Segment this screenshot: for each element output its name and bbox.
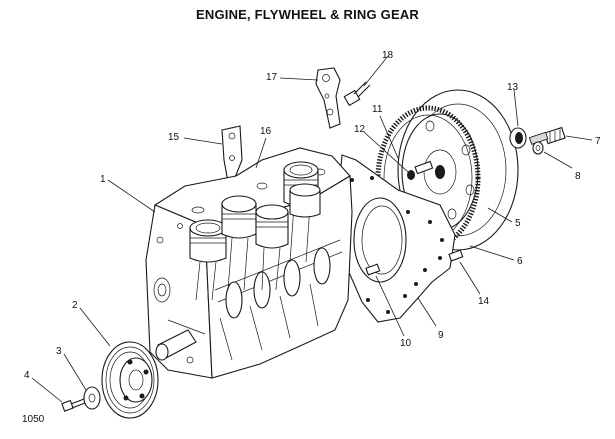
flywheel-washer	[532, 141, 544, 155]
piston-5	[289, 183, 321, 218]
callout-16: 16	[260, 126, 272, 137]
leader-lines	[31, 55, 593, 403]
dowel-pin-left	[365, 263, 381, 276]
pulley-bolt	[61, 398, 86, 412]
callout-15: 15	[168, 132, 180, 143]
diagram-title: ENGINE, FLYWHEEL & RING GEAR	[195, 7, 419, 22]
callout-1: 1	[100, 174, 106, 185]
callout-13: 13	[507, 82, 519, 93]
callout-12: 12	[354, 124, 366, 135]
piston-3	[255, 204, 289, 291]
adapter-plate	[337, 154, 456, 323]
callout-4: 4	[24, 370, 30, 381]
callout-labels: 1 2 3 4 5 6 7 8 9 10 11 12 13 14 15 16 1…	[24, 50, 601, 381]
callout-17: 17	[266, 72, 278, 83]
piston-1	[189, 219, 227, 301]
callout-18: 18	[382, 50, 394, 61]
callout-5: 5	[515, 218, 521, 229]
pilot-bearing	[509, 127, 527, 149]
callout-9: 9	[438, 330, 444, 341]
ring-gear-bolt	[407, 160, 434, 180]
reference-number: 1050	[22, 414, 45, 425]
dowel-pin-right	[448, 249, 464, 262]
callout-8: 8	[575, 171, 581, 182]
callout-14: 14	[478, 296, 490, 307]
pulley-spacer	[83, 386, 101, 410]
callout-2: 2	[72, 300, 78, 311]
callout-3: 3	[56, 346, 62, 357]
callout-6: 6	[517, 256, 523, 267]
flywheel-bolt	[528, 126, 566, 145]
callout-11: 11	[372, 104, 383, 115]
lifting-bracket-rear	[315, 67, 341, 129]
callout-10: 10	[400, 338, 412, 349]
crankshaft	[155, 239, 343, 361]
crankshaft-pulley	[101, 341, 159, 419]
callout-7: 7	[595, 136, 601, 147]
lifting-bracket-bolt	[343, 81, 371, 107]
